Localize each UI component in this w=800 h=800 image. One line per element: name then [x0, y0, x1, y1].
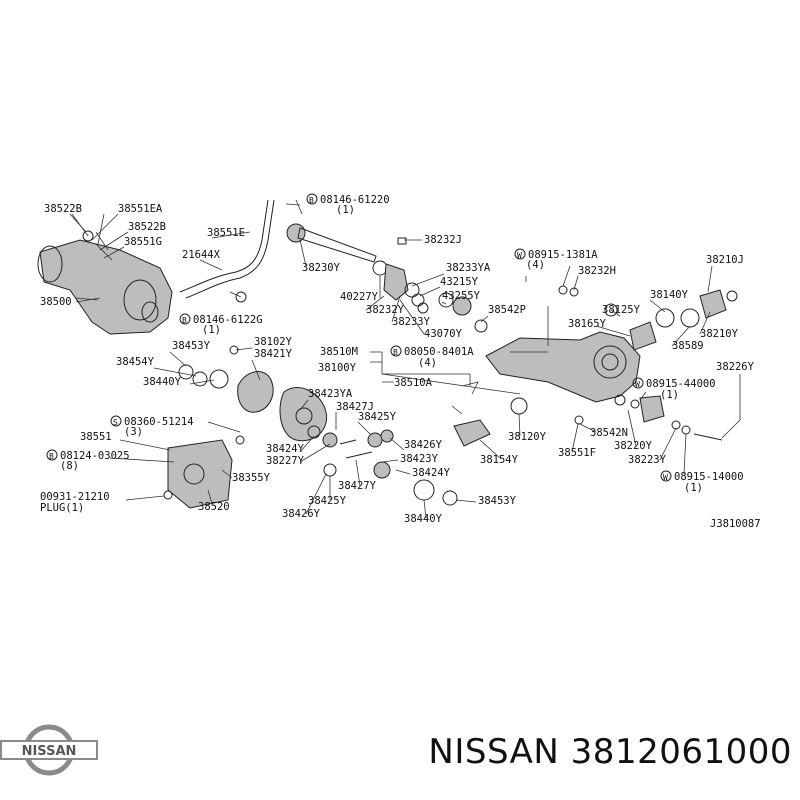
- differential-case: [178, 345, 328, 442]
- part-label: 38233Y: [392, 316, 431, 328]
- part-label: (4): [418, 357, 437, 369]
- part-label: 38522B: [44, 203, 82, 215]
- part-label: (8): [60, 460, 79, 472]
- part-label: 38453Y: [478, 495, 517, 507]
- part-label: 38232J: [424, 234, 462, 246]
- part-label: 38230Y: [302, 262, 341, 274]
- rear-cover: [163, 435, 245, 509]
- part-label: 38421Y: [254, 348, 293, 360]
- part-label: 38453Y: [172, 340, 211, 352]
- part-label: 38232H: [578, 265, 616, 277]
- marker-letter: B: [182, 316, 187, 325]
- part-label: 38454Y: [116, 356, 155, 368]
- part-label: 38500: [40, 296, 72, 308]
- part-label: 38125Y: [602, 304, 641, 316]
- part-label: 38223Y: [628, 454, 667, 466]
- part-label: (4): [526, 259, 545, 271]
- part-label: 00931-21210: [40, 491, 110, 503]
- part-label: 38140Y: [650, 289, 689, 301]
- part-label: 38510M: [320, 346, 358, 358]
- part-label: (1): [202, 324, 221, 336]
- part-label: 43070Y: [424, 328, 463, 340]
- leader-lines: [71, 213, 741, 519]
- part-label: 38226Y: [716, 361, 755, 373]
- part-label: 38440Y: [143, 376, 182, 388]
- part-label: J3810087: [710, 518, 761, 530]
- part-label: 38551G: [124, 236, 162, 248]
- part-number-caption: NISSAN 3812061000: [428, 732, 792, 772]
- part-label: 38423Y: [400, 453, 439, 465]
- part-label: (1): [336, 204, 355, 216]
- part-label: 38551E: [207, 227, 245, 239]
- logo-text: NISSAN: [22, 744, 77, 759]
- part-label: 08915-44000: [646, 378, 716, 390]
- part-label: 40227Y: [340, 291, 379, 303]
- part-label: 38120Y: [508, 431, 547, 443]
- marker-letter: W: [517, 251, 522, 260]
- part-label: 38220Y: [614, 440, 653, 452]
- part-label: 08124-03025: [60, 450, 130, 462]
- circled-markers: B W B B S B W W: [46, 193, 672, 482]
- part-label: 08915-1381A: [528, 249, 598, 261]
- part-label: 38425Y: [308, 495, 347, 507]
- part-label: 38355Y: [232, 472, 271, 484]
- part-label: (3): [124, 426, 143, 438]
- part-label: 38522B: [128, 221, 166, 233]
- part-label: 43215Y: [440, 276, 479, 288]
- part-label: 38440Y: [404, 513, 443, 525]
- part-label: 38102Y: [254, 336, 293, 348]
- part-label: 08360-51214: [124, 416, 194, 428]
- marker-letter: B: [49, 452, 54, 461]
- part-label: PLUG(1): [40, 502, 84, 514]
- nissan-logo: NISSAN: [0, 724, 98, 776]
- part-label: (1): [660, 389, 679, 401]
- part-label: 38165Y: [568, 318, 607, 330]
- part-label: 38551: [80, 431, 112, 443]
- axle-housing: [485, 276, 641, 403]
- marker-letter: W: [663, 473, 668, 482]
- part-label: 38542N: [590, 427, 628, 439]
- transfer-case-assembly: [37, 213, 173, 335]
- part-label: 43255Y: [442, 290, 481, 302]
- marker-letter: W: [635, 380, 640, 389]
- part-label: 08915-14000: [674, 471, 744, 483]
- part-label: 38233YA: [446, 262, 491, 274]
- pinion-gear-group: [451, 381, 723, 447]
- part-label: 38424Y: [266, 443, 305, 455]
- part-label: 38425Y: [358, 411, 397, 423]
- part-label: 38424Y: [412, 467, 451, 479]
- part-label: 38423YA: [308, 388, 353, 400]
- part-label: 08146-61220: [320, 194, 390, 206]
- axle-shaft: [285, 199, 377, 263]
- part-label: 38589: [672, 340, 704, 352]
- part-label: 38210Y: [700, 328, 739, 340]
- part-label: 08146-6122G: [193, 314, 263, 326]
- marker-letter: B: [393, 348, 398, 357]
- marker-letter: S: [113, 418, 118, 427]
- part-label: 38154Y: [480, 454, 519, 466]
- part-label: 08050-8401A: [404, 346, 474, 358]
- part-label: 38427Y: [338, 480, 377, 492]
- pinion-seal-group: [372, 237, 488, 333]
- part-label: 38210J: [706, 254, 744, 266]
- companion-flange-group: [558, 285, 738, 351]
- part-label: (1): [684, 482, 703, 494]
- marker-letter: B: [309, 196, 314, 205]
- part-label: 38520: [198, 501, 230, 513]
- part-label: 21644X: [182, 249, 221, 261]
- part-label: 38542P: [488, 304, 526, 316]
- breather-hose: [179, 199, 275, 303]
- part-label: 38427J: [336, 401, 374, 413]
- part-label: 38100Y: [318, 362, 357, 374]
- part-label: 38551F: [558, 447, 596, 459]
- part-labels: 38522B 38551EA 38522B 38551G 38551E 2164…: [40, 194, 761, 530]
- part-label: 38426Y: [404, 439, 443, 451]
- part-label: 38227Y: [266, 455, 305, 467]
- part-label: 38551EA: [118, 203, 163, 215]
- part-label: 38426Y: [282, 508, 321, 520]
